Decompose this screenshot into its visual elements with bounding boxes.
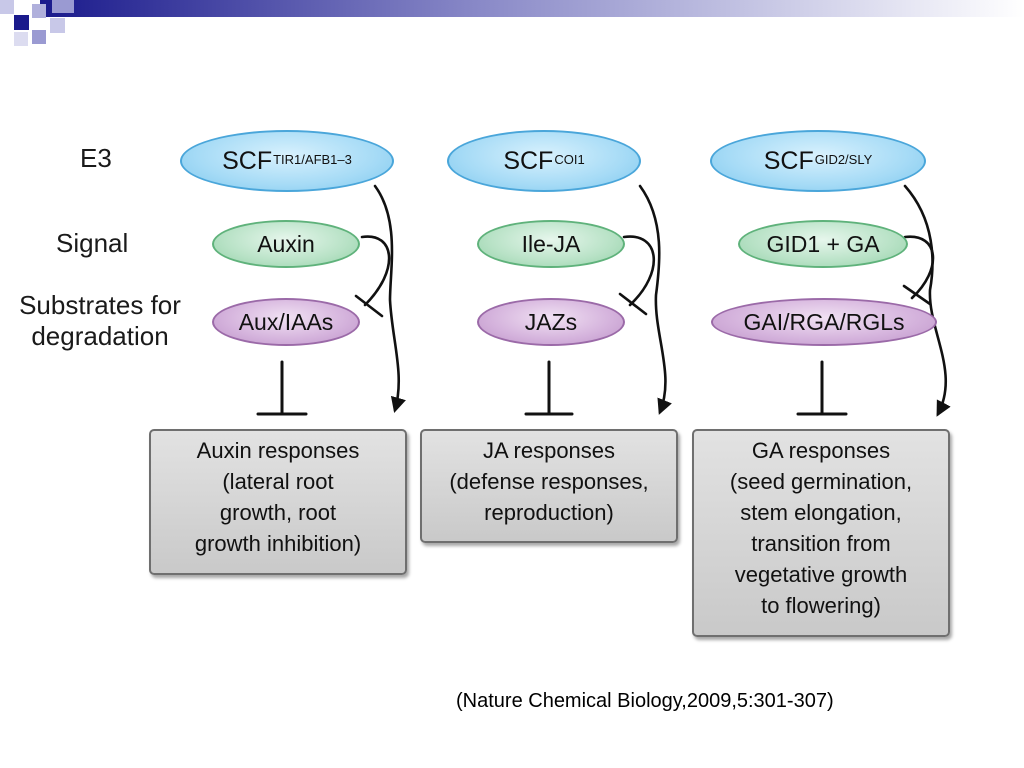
response-line: (defense responses, (449, 469, 649, 494)
e3-to-response-arrow-3 (903, 184, 951, 417)
response-line: Auxin responses (196, 438, 360, 463)
row-label-e3: E3 (80, 143, 112, 173)
response-box-3: GA responses (seed germination, stem elo… (692, 429, 950, 637)
response-box-1: Auxin responses (lateral root growth, ro… (149, 429, 407, 575)
header-square (14, 32, 28, 46)
response-line: GA responses (751, 438, 891, 463)
response-line: growth, root (219, 500, 337, 525)
e3-ligase-superscript-3: GID2/SLY (814, 151, 873, 167)
e3-to-response-arrow-2 (638, 184, 672, 415)
header-square (0, 0, 14, 14)
e3-ligase-label-3: SCF (763, 146, 814, 175)
response-line: (seed germination, (729, 469, 913, 494)
header-decoration (0, 0, 1024, 46)
substrate-node-1: Aux/IAAs (212, 298, 360, 346)
response-box-2: JA responses (defense responses, reprodu… (420, 429, 678, 543)
header-square (50, 18, 65, 33)
citation-text: (Nature Chemical Biology,2009,5:301-307) (456, 690, 834, 712)
signal-inhibition-curve-2 (622, 235, 655, 307)
response-line: vegetative growth (734, 562, 908, 587)
response-line: JA responses (482, 438, 616, 463)
header-gradient-strip (40, 0, 1024, 17)
signal-node-3: GID1 + GA (738, 220, 908, 268)
response-line: transition from (751, 531, 891, 556)
response-line: growth inhibition) (194, 531, 362, 556)
substrate-node-3: GAI/RGA/RGLs (711, 298, 937, 346)
row-label-substrates: Substrates for degradation (2, 290, 198, 352)
response-line: to flowering) (761, 593, 881, 618)
signal-node-1: Auxin (212, 220, 360, 268)
substrate-node-2: JAZs (477, 298, 625, 346)
signal-inhibition-curve-3 (903, 235, 935, 300)
response-line: (lateral root (222, 469, 334, 494)
e3-ligase-label-1: SCF (222, 146, 273, 175)
e3-to-response-arrow-1 (373, 184, 406, 414)
signal-inhibition-bar-2 (618, 292, 648, 316)
signal-inhibition-curve-1 (360, 235, 391, 307)
header-square (14, 15, 29, 30)
response-line: stem elongation, (740, 500, 902, 525)
signal-node-2: Ile-JA (477, 220, 625, 268)
response-line: reproduction) (484, 500, 614, 525)
header-square (52, 0, 74, 13)
row-label-substrates-line1: Substrates for (19, 290, 181, 320)
row-label-signal: Signal (56, 228, 129, 258)
e3-ligase-label-2: SCF (503, 146, 554, 175)
signal-inhibition-bar-3 (902, 284, 932, 306)
signal-inhibition-bar-1 (354, 294, 384, 318)
header-square (32, 4, 46, 18)
header-square (32, 30, 46, 44)
e3-ligase-superscript-2: COI1 (554, 151, 585, 167)
e3-ligase-superscript-1: TIR1/AFB1–3 (273, 151, 352, 167)
row-label-substrates-line2: degradation (31, 321, 169, 351)
